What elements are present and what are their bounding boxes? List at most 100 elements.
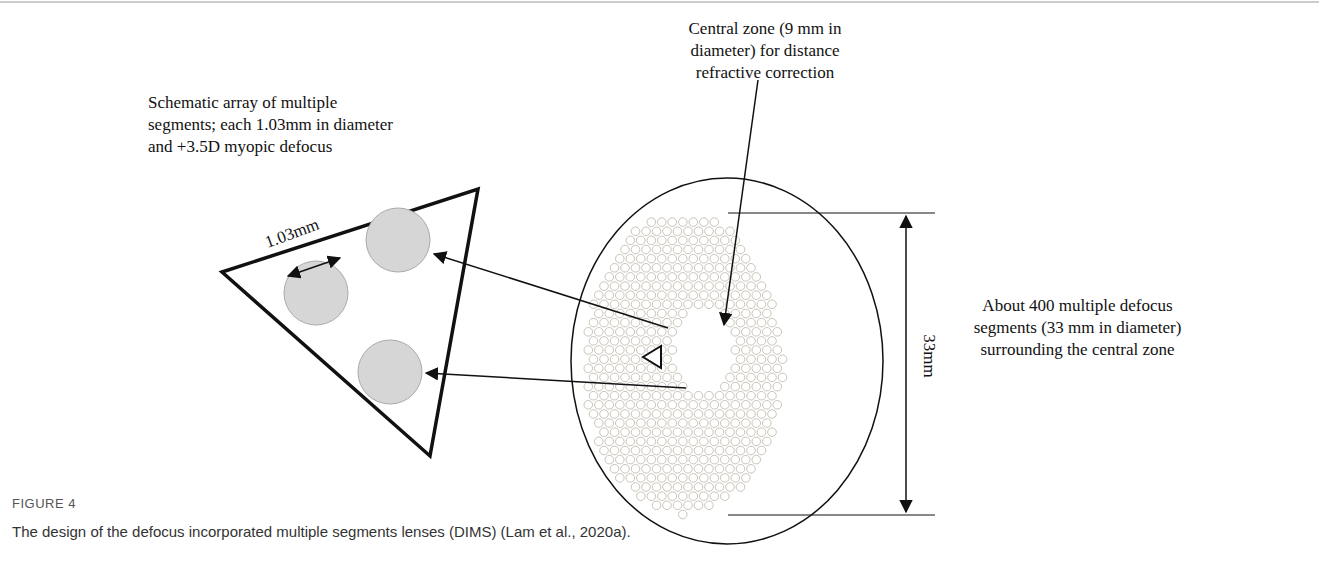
segment-dot xyxy=(673,391,682,400)
segment-dot xyxy=(584,401,593,410)
segment-dot xyxy=(610,446,619,455)
segment-dot xyxy=(715,300,724,309)
segment-dot xyxy=(768,373,777,382)
segment-dot xyxy=(621,264,630,273)
segment-dot xyxy=(658,291,667,300)
segment-dot xyxy=(621,373,630,382)
segment-dot xyxy=(747,318,756,327)
segment-dot xyxy=(700,273,709,282)
segment-dot xyxy=(700,474,709,483)
segment-dot xyxy=(721,401,730,410)
segment-dot xyxy=(658,218,667,227)
segment-dot xyxy=(637,474,646,483)
segment-dot xyxy=(742,291,751,300)
segment-dot xyxy=(736,483,745,492)
segment-dot xyxy=(637,382,646,391)
segment-dot xyxy=(589,373,598,382)
segment-dot xyxy=(705,264,714,273)
segment-dot xyxy=(763,291,772,300)
segment-dot xyxy=(668,254,677,263)
segment-dot xyxy=(616,455,625,464)
segment-dot xyxy=(663,483,672,492)
segment-dot xyxy=(668,273,677,282)
segment-dot xyxy=(668,236,677,245)
segment-dot xyxy=(694,391,703,400)
segment-dot xyxy=(626,474,635,483)
segment-dot xyxy=(752,401,761,410)
segment-dot xyxy=(721,474,730,483)
segment-dot xyxy=(736,300,745,309)
segment-dot xyxy=(616,419,625,428)
segment-dot xyxy=(705,501,714,510)
segment-dot xyxy=(731,273,740,282)
segment-dot xyxy=(736,355,745,364)
segment-dot xyxy=(747,446,756,455)
segment-dot xyxy=(616,346,625,355)
segment-dot xyxy=(710,273,719,282)
segment-dot xyxy=(689,254,698,263)
segment-dot xyxy=(694,410,703,419)
segment-dot xyxy=(642,428,651,437)
segment-dot xyxy=(715,282,724,291)
segment-dot xyxy=(616,273,625,282)
segment-dot xyxy=(658,254,667,263)
segment-dot xyxy=(679,236,688,245)
segment-dot xyxy=(757,410,766,419)
segment-dot xyxy=(605,291,614,300)
segment-dot xyxy=(642,227,651,236)
segment-dot xyxy=(631,264,640,273)
segment-dot xyxy=(694,227,703,236)
segment-dot xyxy=(652,227,661,236)
segment-dot xyxy=(589,410,598,419)
segment-dot xyxy=(595,309,604,318)
segment-dot xyxy=(742,273,751,282)
segment-dot xyxy=(673,373,682,382)
segment-dot xyxy=(731,401,740,410)
segment-dot xyxy=(621,410,630,419)
segment-dot xyxy=(663,300,672,309)
segment-dot xyxy=(684,282,693,291)
segment-dot xyxy=(663,264,672,273)
segment-dot xyxy=(663,245,672,254)
segment-dot xyxy=(689,273,698,282)
segment-dot xyxy=(684,501,693,510)
segment-dot xyxy=(652,410,661,419)
segment-dot xyxy=(600,355,609,364)
segment-dot xyxy=(621,446,630,455)
segment-dot xyxy=(700,455,709,464)
segment-dot xyxy=(684,428,693,437)
segment-dot xyxy=(647,254,656,263)
segment-dot xyxy=(710,437,719,446)
segment-dot xyxy=(621,282,630,291)
segment-dot xyxy=(673,465,682,474)
segment-dot xyxy=(584,328,593,337)
segment-dot xyxy=(610,300,619,309)
segment-dot xyxy=(773,328,782,337)
segment-dot xyxy=(694,501,703,510)
segment-dot xyxy=(694,465,703,474)
segment-dot xyxy=(631,373,640,382)
segment-dot xyxy=(694,245,703,254)
segment-dot xyxy=(757,355,766,364)
segment-dot xyxy=(742,364,751,373)
segment-dot xyxy=(715,483,724,492)
segment-dot xyxy=(605,401,614,410)
segment-dot xyxy=(626,328,635,337)
segment-dot xyxy=(626,254,635,263)
segment-dot xyxy=(700,401,709,410)
segment-dot xyxy=(673,227,682,236)
segment-dot xyxy=(747,465,756,474)
segment-dot xyxy=(747,373,756,382)
segment-dot xyxy=(700,254,709,263)
segment-dot xyxy=(668,364,677,373)
segment-dot xyxy=(647,455,656,464)
segment-dot xyxy=(600,428,609,437)
dimension-arrow xyxy=(288,258,340,276)
segment-dot xyxy=(710,474,719,483)
segment-dot xyxy=(726,428,735,437)
segment-dot xyxy=(647,218,656,227)
segment-dot xyxy=(705,282,714,291)
segment-dot xyxy=(605,419,614,428)
segment-dot xyxy=(679,273,688,282)
segment-dot xyxy=(726,391,735,400)
